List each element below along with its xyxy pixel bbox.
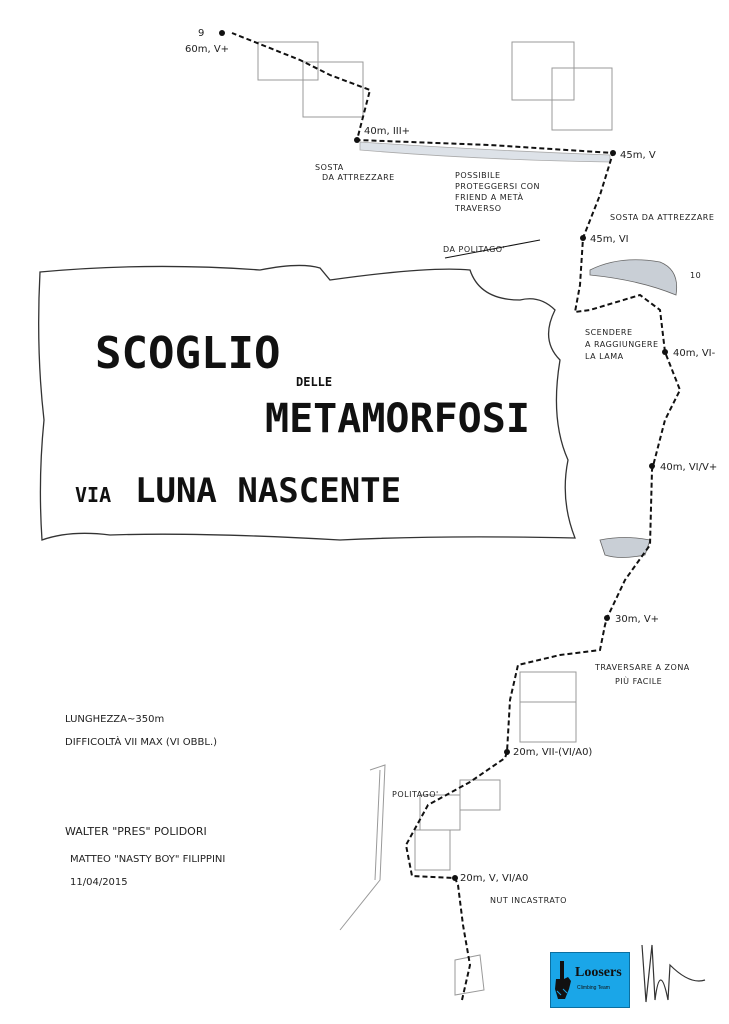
rock-blocks xyxy=(257,41,613,996)
shaded-rock xyxy=(359,141,678,558)
title-delle: DELLE xyxy=(296,375,332,389)
pitch-9-label: 60m, V+ xyxy=(185,44,229,55)
note-traversare: TRAVERSARE A ZONA xyxy=(594,663,690,672)
title-via: VIA xyxy=(75,483,111,507)
hand-icon xyxy=(555,961,571,999)
note-sosta-6: SOSTA DA ATTREZZARE xyxy=(610,213,714,222)
title-line3: LUNA NASCENTE xyxy=(135,471,401,511)
note-scendere-line2: A RAGGIUNGERE xyxy=(585,340,659,349)
pitch-5-label: 40m, VI- xyxy=(673,348,716,359)
pitch-2-label: 20m, VII-(VI/A0) xyxy=(513,747,592,758)
author-2: MATTEO "NASTY BOY" FILIPPINI xyxy=(70,854,225,865)
route-date: 11/04/2015 xyxy=(70,877,128,888)
note-traverso-line2: PROTEGGERSI CON xyxy=(455,182,540,191)
logo-subtitle: Climbing Team xyxy=(577,985,610,991)
arrow-da-politago xyxy=(444,239,541,259)
note-politago: POLITAGO' xyxy=(392,790,439,799)
note-scendere-line3: LA LAMA xyxy=(585,352,624,361)
note-ten: 10 xyxy=(690,271,701,280)
title-frame xyxy=(38,264,576,541)
note-sosta-8-line2: DA ATTREZZARE xyxy=(322,173,395,182)
note-da-politago: DA POLITAGO' xyxy=(443,245,505,254)
note-scendere: SCENDERE xyxy=(585,328,633,337)
pitch-7-label: 45m, V xyxy=(620,150,656,161)
logo-name: Loosers xyxy=(575,965,622,980)
pitch-4-label: 40m, VI/V+ xyxy=(660,462,717,473)
signature xyxy=(641,944,706,1003)
loosers-logo: Loosers Climbing Team xyxy=(550,952,630,1008)
title-line2: METAMORFOSI xyxy=(265,396,530,442)
pitch-3-label: 30m, V+ xyxy=(615,614,659,625)
pitch-8-label: 40m, III+ xyxy=(364,126,410,137)
pitch-1-label: 20m, V, VI/A0 xyxy=(460,873,528,884)
pitch-6-label: 45m, VI xyxy=(590,234,629,245)
route-length: LUNGHEZZA~350m xyxy=(65,714,164,725)
note-traverso-line4: TRAVERSO xyxy=(454,204,502,213)
pitch-9-number: 9 xyxy=(198,28,204,39)
pitch-labels: 20m, V, VI/A0 20m, VII-(VI/A0) 30m, V+ 4… xyxy=(185,28,717,884)
author-1: WALTER "PRES" POLIDORI xyxy=(65,825,207,838)
note-traversare-line2: PIÙ FACILE xyxy=(615,675,662,686)
note-traverso-line3: FRIEND A METÀ xyxy=(455,191,524,202)
note-traverso: POSSIBILE xyxy=(455,171,501,180)
belay-points xyxy=(219,30,668,881)
note-nut: NUT INCASTRATO xyxy=(490,896,567,905)
title-line1: SCOGLIO xyxy=(95,328,280,379)
note-sosta-8: SOSTA xyxy=(315,163,344,172)
route-difficulty: DIFFICOLTÀ VII MAX (VI OBBL.) xyxy=(65,735,217,748)
